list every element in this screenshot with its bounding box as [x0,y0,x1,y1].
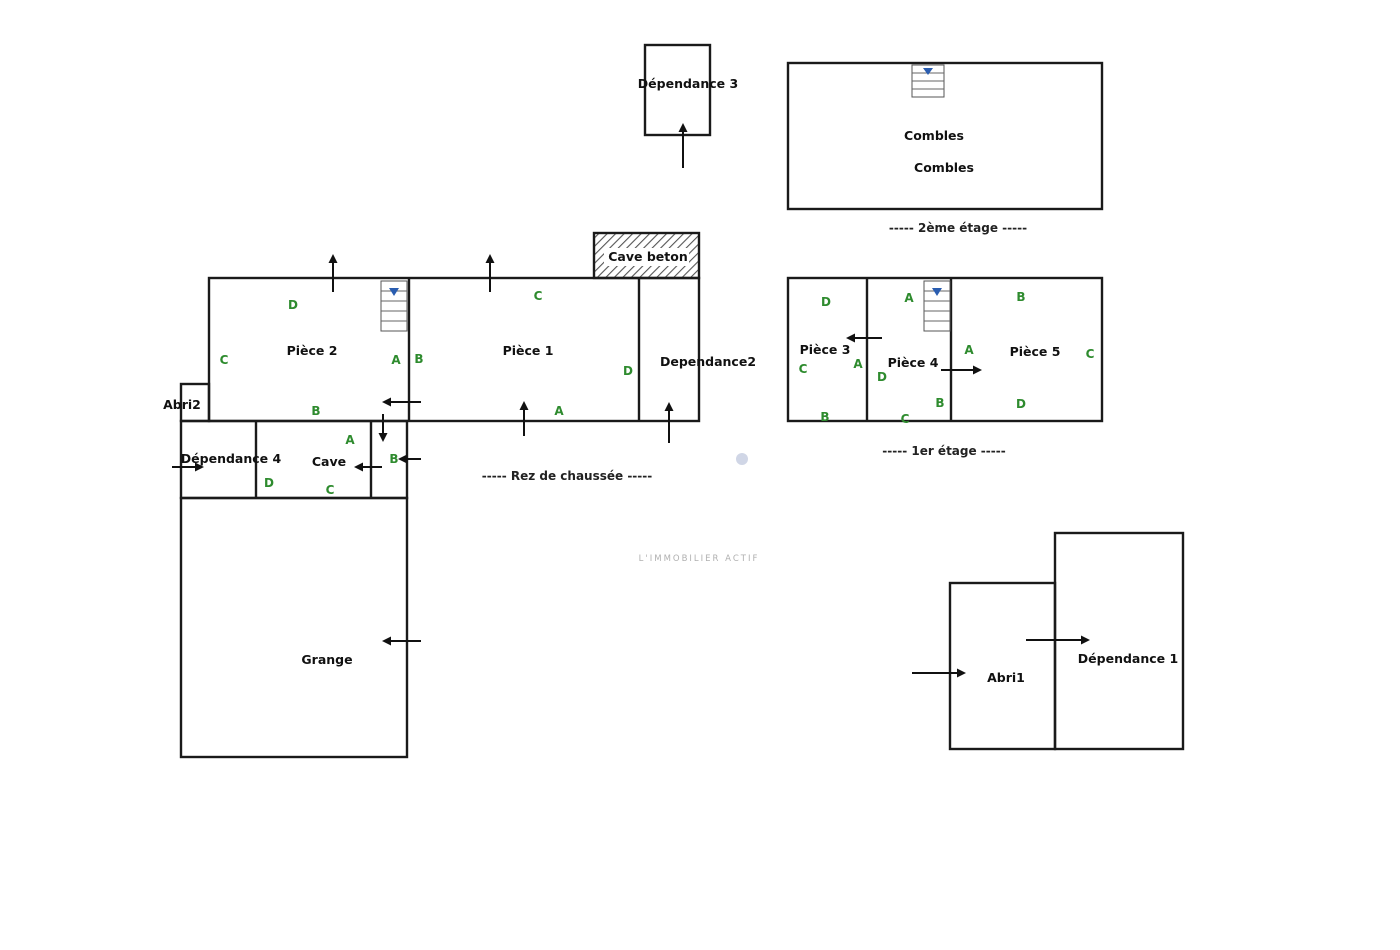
wall-letter: D [877,370,887,384]
wall-letter: B [414,352,423,366]
room-grange [179,496,409,759]
room-label-dependance-4: Dépendance 4 [181,451,282,466]
wall-letter: D [264,476,274,490]
room-label-combles: Combles [904,128,964,143]
room-label-dependance-3: Dépendance 3 [638,76,738,91]
room-label-cave: Cave [312,454,346,469]
wall-letter: B [389,452,398,466]
wall-letter: A [391,353,401,367]
room-abri1 [948,581,1057,751]
watermark: L'IMMOBILIER ACTIF [639,554,760,564]
room-label-abri1: Abri1 [987,670,1025,685]
room-label-piece-1: Pièce 1 [503,343,554,358]
wall-letter: D [821,295,831,309]
room-label-grange: Grange [301,652,352,667]
wall-letter: A [853,357,863,371]
wall-letter: A [964,343,974,357]
room-label-abri2: Abri2 [163,397,201,412]
room-label-piece-3: Pièce 3 [800,342,851,357]
room-dependance-3 [643,43,712,137]
wall-letter: B [820,410,829,424]
wall-letter: C [326,483,335,497]
staircase-icon [911,64,945,98]
wall-letter: A [345,433,355,447]
wall-letter: C [220,353,229,367]
wall-letter: A [554,404,564,418]
level-label-rez-de-chaussee: ----- Rez de chaussée ----- [482,469,652,483]
wall-letter: D [288,298,298,312]
room-label-piece-5: Pièce 5 [1010,344,1061,359]
marker-dot [736,453,748,465]
level-label-1er-etage: ----- 1er étage ----- [882,444,1005,458]
room-label-piece-4: Pièce 4 [888,355,939,370]
wall-letter: A [904,291,914,305]
staircase-icon [380,280,408,332]
wall-letter: C [799,362,808,376]
room-label-combles-second: Combles [914,160,974,175]
wall-letter: B [935,396,944,410]
room-label-cave-beton: Cave beton [608,249,687,264]
level-label-2eme-etage: ----- 2ème étage ----- [889,221,1027,235]
room-combles [786,61,1104,211]
staircase-icon [923,280,951,332]
wall-letter: B [311,404,320,418]
room-label-dependance-1: Dépendance 1 [1078,651,1178,666]
wall-letter: B [1016,290,1025,304]
wall-letter: D [1016,397,1026,411]
wall-letter: C [534,289,543,303]
room-label-piece-2: Pièce 2 [287,343,338,358]
wall-letter: C [1086,347,1095,361]
room-label-dependance2: Dependance2 [660,354,756,369]
ground-floor-main-block [207,276,701,423]
wall-letter: C [901,412,910,426]
wall-letter: D [623,364,633,378]
first-floor-block [786,276,1104,423]
